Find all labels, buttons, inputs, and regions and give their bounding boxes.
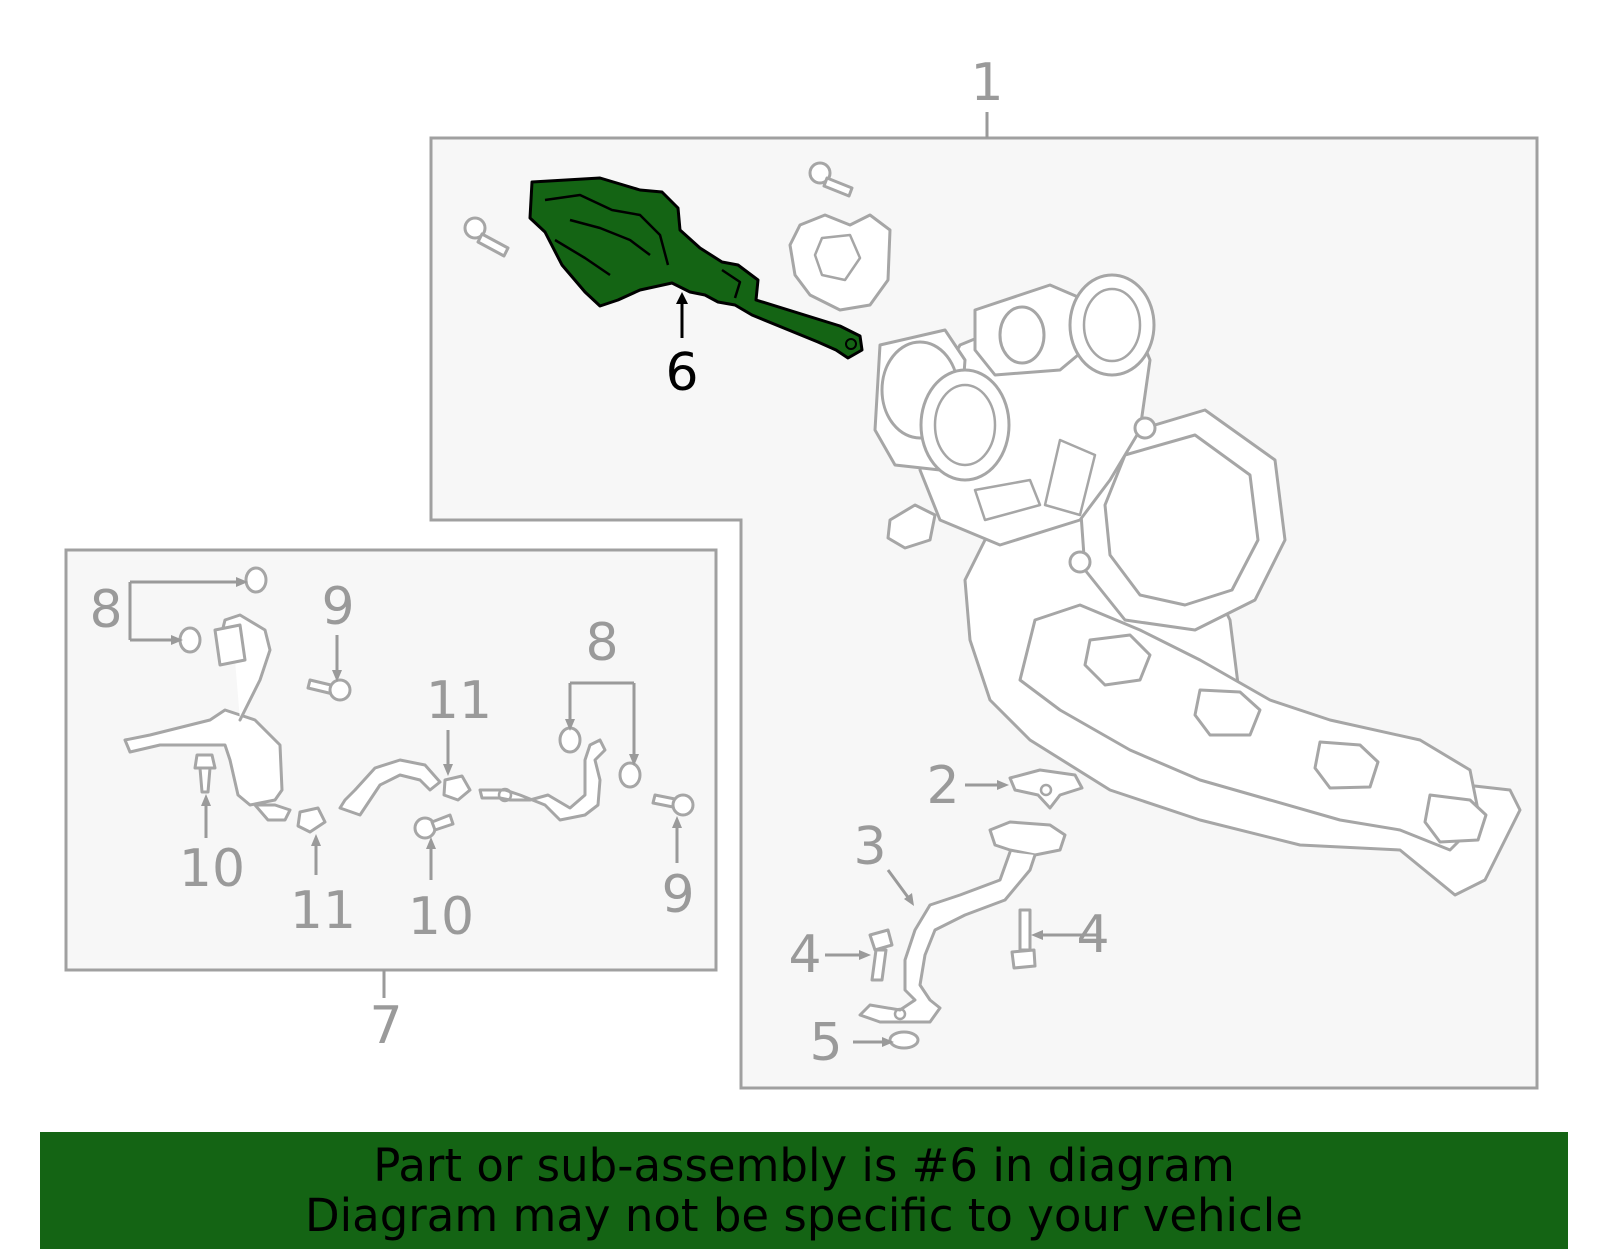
callout-8-left: 8 [89, 580, 122, 640]
bracket-top [788, 213, 892, 312]
leader-arrowheads [171, 577, 1043, 1047]
seal-8a-upper [244, 566, 268, 594]
seal-8b-right [618, 761, 642, 789]
callout-7: 7 [369, 996, 402, 1056]
callout-11-center: 11 [426, 671, 492, 731]
callout-9-top: 9 [321, 577, 354, 637]
washer-part-5 [888, 1030, 920, 1050]
info-banner: Part or sub-assembly is #6 in diagram Di… [40, 1132, 1568, 1249]
bolt-10-left [193, 753, 217, 794]
banner-line-2: Diagram may not be specific to your vehi… [305, 1188, 1303, 1242]
pipe-part-3 [858, 820, 1067, 1024]
callout-8-right: 8 [585, 613, 618, 673]
callout-1: 1 [970, 53, 1003, 113]
banner-line-1: Part or sub-assembly is #6 in diagram [373, 1138, 1235, 1192]
seal-8b-left [558, 726, 582, 754]
bolt-9-left [306, 678, 352, 702]
oil-line-left [123, 613, 292, 822]
bolt-9-right [651, 793, 695, 817]
callout-6: 6 [665, 343, 698, 403]
bolt-part-4-left [868, 928, 894, 982]
leader-6-arrow [676, 292, 688, 304]
callout-2: 2 [926, 756, 959, 816]
clamp-11-center [442, 774, 472, 802]
bolt-10-center [413, 813, 455, 840]
callout-5: 5 [809, 1013, 842, 1073]
callout-10-center: 10 [408, 887, 474, 947]
callout-4-right: 4 [1076, 905, 1109, 965]
callout-9-bottom: 9 [661, 865, 694, 925]
leaders [128, 580, 1097, 1044]
callout-4-left: 4 [788, 925, 821, 985]
oil-line-right [478, 738, 607, 822]
hose-center [338, 758, 442, 817]
bolt-top-center [808, 161, 854, 198]
turbocharger-assembly [873, 273, 1522, 897]
bolt-top-left [463, 216, 510, 258]
assembly-panel-7 [64, 548, 718, 972]
bolt-part-4-right [1010, 908, 1037, 970]
clamp-11-left [296, 806, 327, 834]
callout-11-left: 11 [290, 881, 356, 941]
actuator-part-6 [528, 176, 864, 360]
gasket-part-2 [1008, 768, 1084, 810]
callout-10-left: 10 [179, 839, 245, 899]
callout-3: 3 [853, 817, 886, 877]
